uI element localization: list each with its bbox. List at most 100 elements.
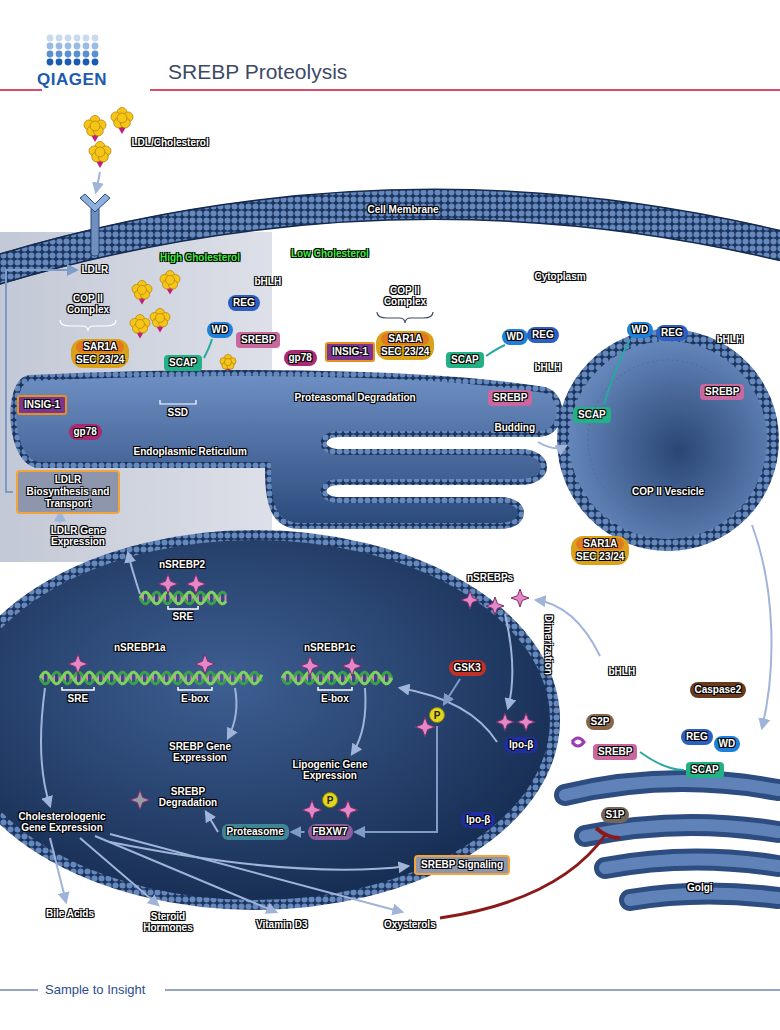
sequence-bracket	[178, 687, 212, 690]
importin-protein: Ipo-β	[504, 737, 538, 753]
ldl-particle	[84, 116, 106, 142]
pathway-arrow	[110, 842, 408, 870]
page-title: SREBP Proteolysis	[168, 60, 347, 84]
logo-dot	[83, 35, 90, 42]
footer-rule	[165, 990, 780, 991]
importin-protein: Ipo-β	[461, 812, 495, 828]
cholesterol-bead	[138, 286, 147, 295]
diagram-label: Vitamin D3	[256, 919, 308, 931]
dna-helix	[140, 592, 226, 604]
diagram-label: SSD	[168, 407, 189, 419]
membrane-edge	[0, 189, 780, 257]
logo-dot	[56, 43, 63, 50]
golgi-cisterna-lumen	[630, 893, 778, 900]
flow-arrow	[444, 679, 460, 704]
golgi-cisterna	[630, 893, 778, 900]
dna-strand	[140, 592, 226, 604]
node-text: SEC 23/24	[381, 346, 429, 358]
pathway-arrow	[95, 836, 276, 912]
node-text: SAR1A	[76, 341, 124, 353]
cholesterol-bead	[136, 320, 145, 329]
diagram-label: Budding	[495, 422, 536, 434]
node-text: LDLR	[82, 264, 109, 276]
srebp-dimer	[186, 574, 206, 594]
pathway-arrow	[41, 688, 50, 806]
cholesterol-bead	[224, 358, 231, 365]
node-text: LDLR Biosynthesis and Transport	[23, 474, 113, 510]
inhibition-line	[440, 834, 606, 918]
srebp-dimer	[130, 790, 150, 810]
copii-complex: SAR1ASEC 23/24	[571, 536, 629, 565]
srebp-dimer	[517, 713, 535, 731]
srebp-scap-link	[640, 752, 684, 770]
node-text: P	[430, 708, 444, 724]
diagram-label: Dimerization	[542, 615, 554, 675]
diagram-label: Low Cholesterol	[291, 248, 369, 260]
srebp-protein: SREBP	[236, 332, 280, 348]
sequence-bracket	[168, 606, 198, 609]
node-text: SCAP	[691, 764, 719, 776]
cholesterol-bead	[156, 314, 165, 323]
node-text: SCAP	[578, 409, 606, 421]
wd-domain: WD	[207, 322, 234, 338]
dna-strand	[140, 592, 226, 604]
node-text: Caspase2	[695, 684, 742, 696]
node-text: Ipo-β	[509, 739, 533, 751]
diagram-label: bHLH	[609, 666, 636, 678]
diagram-label: bHLH	[255, 276, 282, 288]
node-text: SCAP	[169, 357, 197, 369]
flow-arrow	[6, 270, 77, 492]
flow-arrow	[356, 726, 438, 832]
pathway-link-box: SREBP Signaling	[414, 855, 510, 875]
diagram-label: Proteasomal Degradation	[295, 392, 416, 404]
dna-helix	[40, 672, 262, 684]
golgi-cisterna-lumen	[605, 859, 778, 868]
node-text: REG	[661, 327, 683, 339]
diagram-label: SREBP Degradation	[148, 786, 228, 809]
insig-protein: INSIG-1	[17, 395, 67, 415]
ldl-particle	[130, 315, 150, 339]
ldl-receptor	[80, 194, 110, 212]
scap-protein: SCAP	[573, 407, 611, 423]
complex-bracket	[60, 320, 116, 331]
node-text: SEC 23/24	[76, 354, 124, 366]
srebp-dimer	[461, 591, 479, 609]
srebp-dimer	[511, 589, 529, 607]
diagram-label: nSREBPs	[467, 572, 513, 584]
kinase-protein: GSK3	[449, 660, 486, 676]
pathway-arrow	[128, 553, 140, 594]
domain-bracket	[160, 400, 196, 404]
srebp-dimer	[195, 654, 215, 674]
brand-logo: QIAGEN	[37, 70, 107, 90]
diagram-label: Cell Membrane	[368, 204, 439, 216]
logo-dot	[56, 59, 63, 66]
ldl-particle	[160, 271, 180, 295]
srebp-dimer	[158, 574, 178, 594]
pathway-arrow	[110, 834, 402, 912]
node-text: SEC 23/24	[576, 551, 624, 563]
diagram-label: Endoplasmic Reticulum	[134, 446, 247, 458]
diagram-label: nSREBP1a	[114, 642, 166, 654]
dna-strand	[40, 672, 262, 684]
diagram-label: nSREBP1c	[304, 642, 356, 654]
phosphate-circle: P	[322, 792, 338, 808]
node-text: gp78	[289, 352, 312, 364]
logo-dot	[56, 35, 63, 42]
node-text: WD	[507, 331, 524, 343]
complex-bracket	[377, 312, 433, 323]
reg-domain: REG	[681, 729, 713, 745]
sequence-bracket	[62, 687, 94, 690]
srebp-dimer	[338, 800, 358, 820]
flow-arrow	[292, 831, 305, 833]
golgi-cisterna	[585, 825, 778, 836]
golgi-cisterna	[605, 859, 778, 868]
footer-tagline: Sample to Insight	[45, 983, 145, 998]
receptor-label: LDLR	[80, 264, 111, 276]
node-text: WD	[719, 738, 736, 750]
dna-strand	[40, 672, 262, 684]
header-rule	[0, 89, 42, 91]
ldl-receptor	[91, 206, 99, 256]
